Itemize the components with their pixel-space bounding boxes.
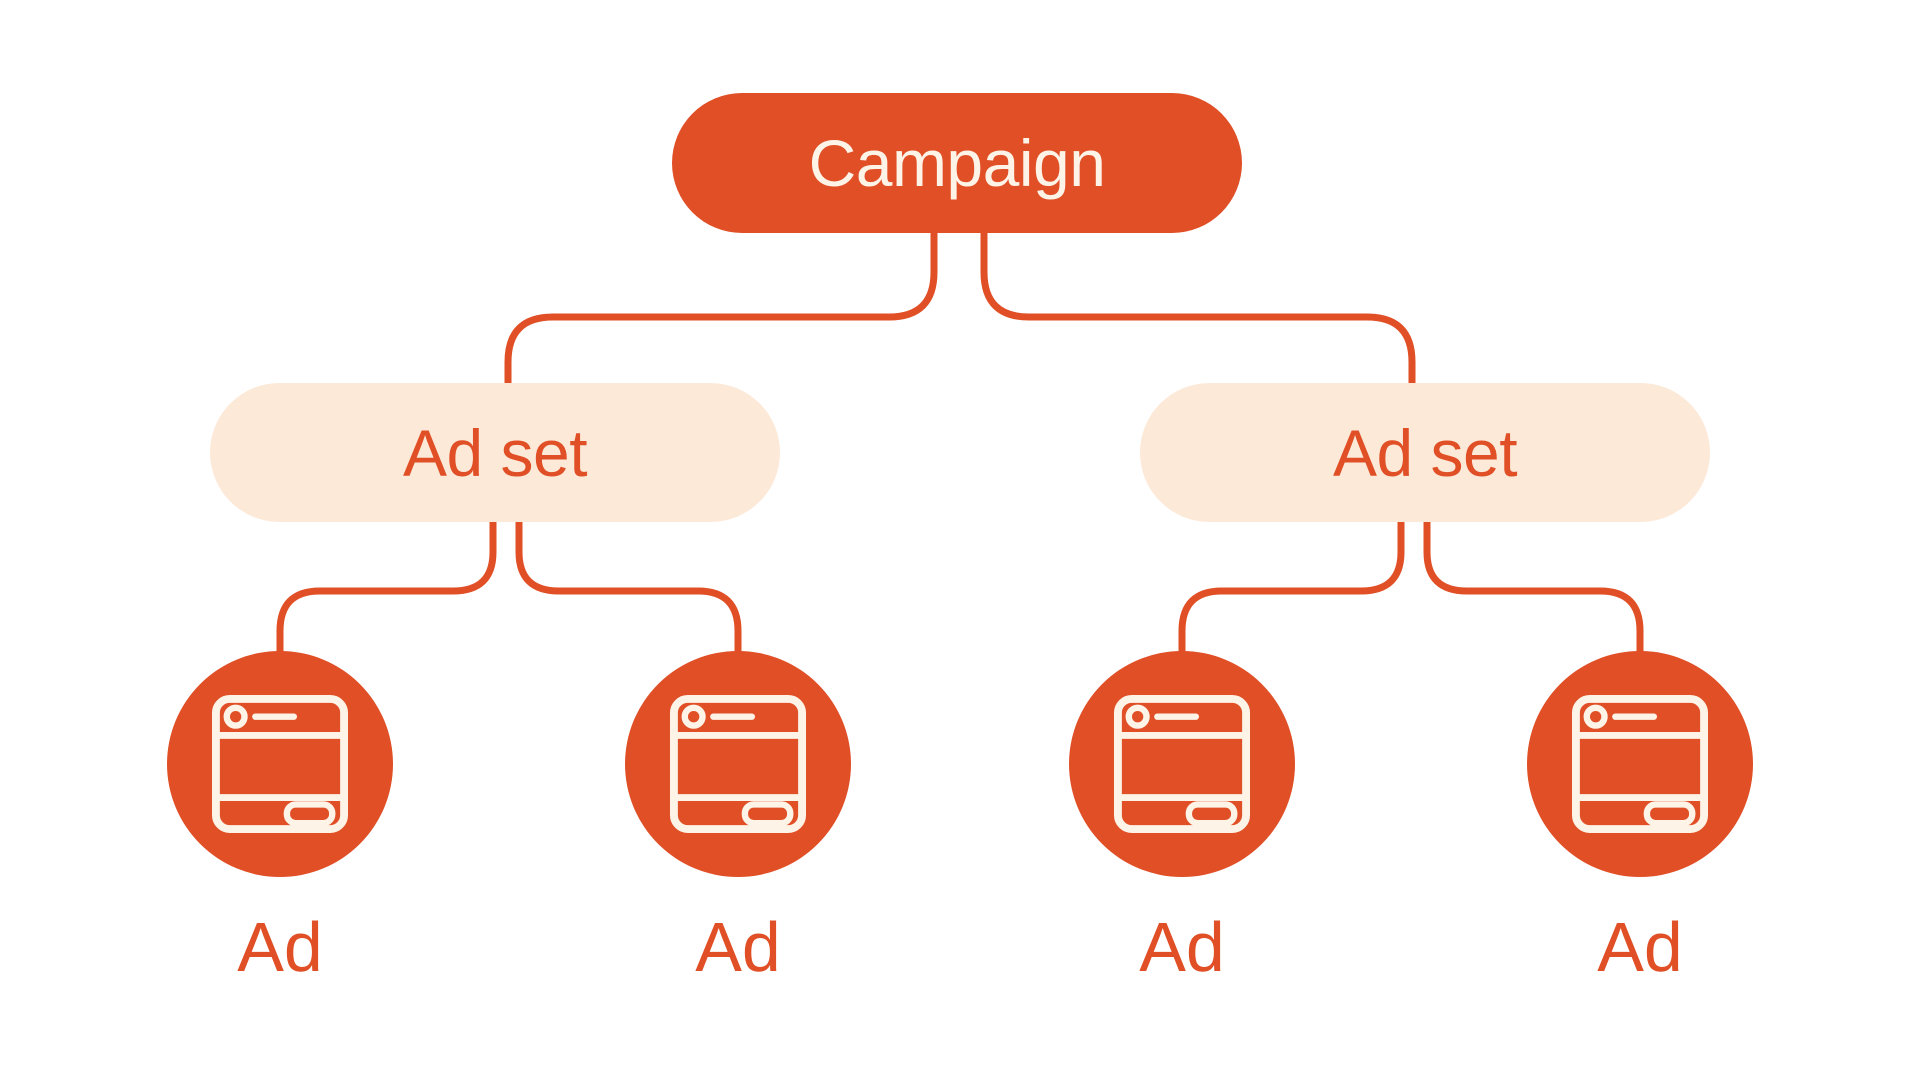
ad-preview-icon xyxy=(669,695,807,833)
connector-adset-left-to-ad-1 xyxy=(276,519,497,654)
connector-campaign-to-adset-left xyxy=(504,230,938,386)
ad-node-4 xyxy=(1527,651,1753,877)
ad-label-4: Ad xyxy=(1597,908,1683,986)
adset-node-left: Ad set xyxy=(210,383,780,522)
ad-preview-icon xyxy=(1113,695,1251,833)
ad-node-2 xyxy=(625,651,851,877)
adset-left-label: Ad set xyxy=(402,415,588,490)
ad-label-2: Ad xyxy=(695,908,781,986)
ad-preview-icon xyxy=(211,695,349,833)
ad-preview-icon xyxy=(1571,695,1709,833)
ad-node-1 xyxy=(167,651,393,877)
ad-node-3 xyxy=(1069,651,1295,877)
connector-campaign-to-adset-right xyxy=(980,230,1416,386)
adset-node-right: Ad set xyxy=(1140,383,1710,522)
ad-label-1: Ad xyxy=(237,908,323,986)
connector-adset-right-to-ad-3 xyxy=(1178,519,1405,654)
campaign-label: Campaign xyxy=(808,126,1106,200)
connector-adset-left-to-ad-2 xyxy=(515,519,742,654)
connector-adset-right-to-ad-4 xyxy=(1423,519,1644,654)
campaign-node: Campaign xyxy=(672,93,1242,233)
ad-label-3: Ad xyxy=(1139,908,1225,986)
adset-right-label: Ad set xyxy=(1332,415,1518,490)
